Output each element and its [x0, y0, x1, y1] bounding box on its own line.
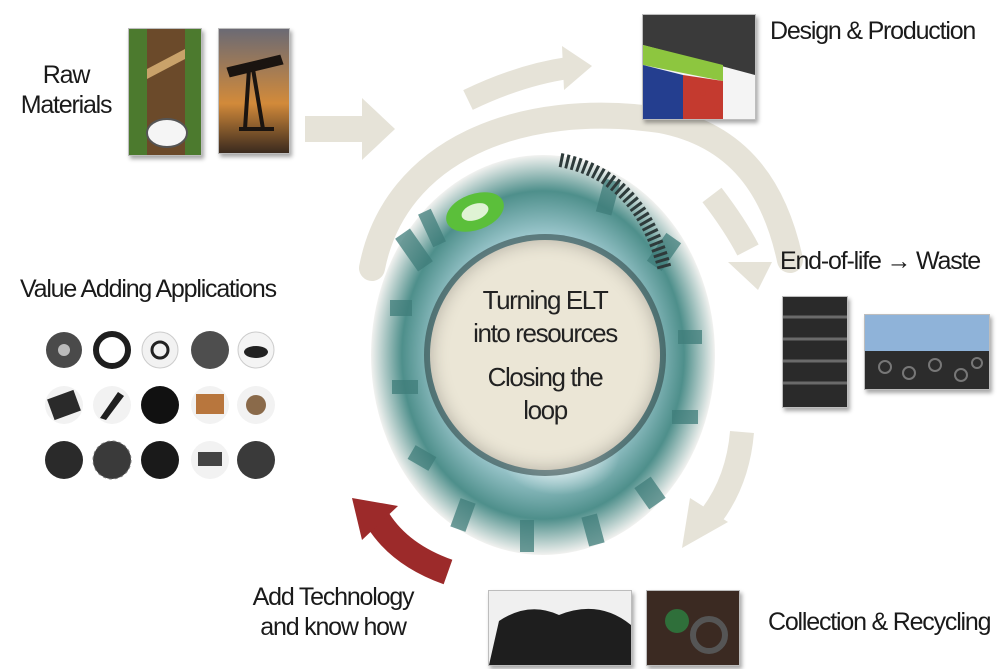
arrow-to-eol	[702, 187, 759, 256]
product-icon	[141, 331, 179, 369]
arrow-to-collection	[702, 430, 754, 523]
end-of-life-label: End-of-life → Waste	[780, 247, 981, 275]
add-tech-line1: Add Technology	[252, 583, 415, 611]
product-icon	[191, 331, 229, 369]
product-icon	[45, 441, 83, 479]
arrow-to-design	[463, 57, 570, 110]
collection-recycling-label: Collection & Recycling	[768, 608, 992, 636]
outer-cycle-arc	[359, 102, 803, 281]
red-arrow-body	[366, 512, 453, 585]
center-line-3: Closing the	[487, 362, 604, 392]
value-adding-label: Value Adding Applications	[20, 275, 277, 303]
center-disc	[430, 240, 660, 470]
red-arrow-head	[352, 498, 398, 540]
arrow-to-collection-head	[682, 498, 728, 548]
product-icon	[237, 441, 275, 479]
add-tech-line2: and know how	[260, 613, 407, 641]
product-icon	[141, 441, 179, 479]
raw-materials-label: Raw Materials	[12, 60, 120, 120]
product-icon	[93, 331, 131, 369]
arrow-raw-head	[362, 98, 395, 160]
oil-pump-photo	[218, 28, 290, 154]
green-tire-logo	[446, 192, 504, 232]
product-icon-grid	[45, 331, 275, 480]
center-line-1: Turning ELT	[482, 285, 609, 315]
arrow-raw-shaft	[305, 116, 365, 142]
center-line-2: into resources	[473, 317, 618, 348]
tire-collection-photo	[646, 590, 740, 666]
rubber-granulate-photo	[488, 590, 632, 666]
raw-label-line1: Raw	[42, 61, 91, 89]
rubber-tree-photo	[128, 28, 202, 156]
arrow-to-design-head	[562, 46, 592, 90]
product-icon	[92, 440, 132, 480]
tire-cross-section-photo	[642, 14, 756, 120]
raw-label-line2: Materials	[20, 91, 113, 119]
product-icon	[141, 386, 179, 424]
design-production-label: Design & Production	[770, 17, 976, 45]
tire-dump-photo	[864, 314, 990, 390]
add-technology-label: Add Technology and know how	[228, 582, 438, 642]
tire-stack-photo	[782, 296, 848, 408]
center-line-4: loop	[523, 394, 568, 425]
tire-tread-arc	[558, 153, 672, 272]
center-text-block: Turning ELT into resources Closing the l…	[438, 284, 652, 426]
arrow-to-eol-head	[728, 262, 772, 290]
